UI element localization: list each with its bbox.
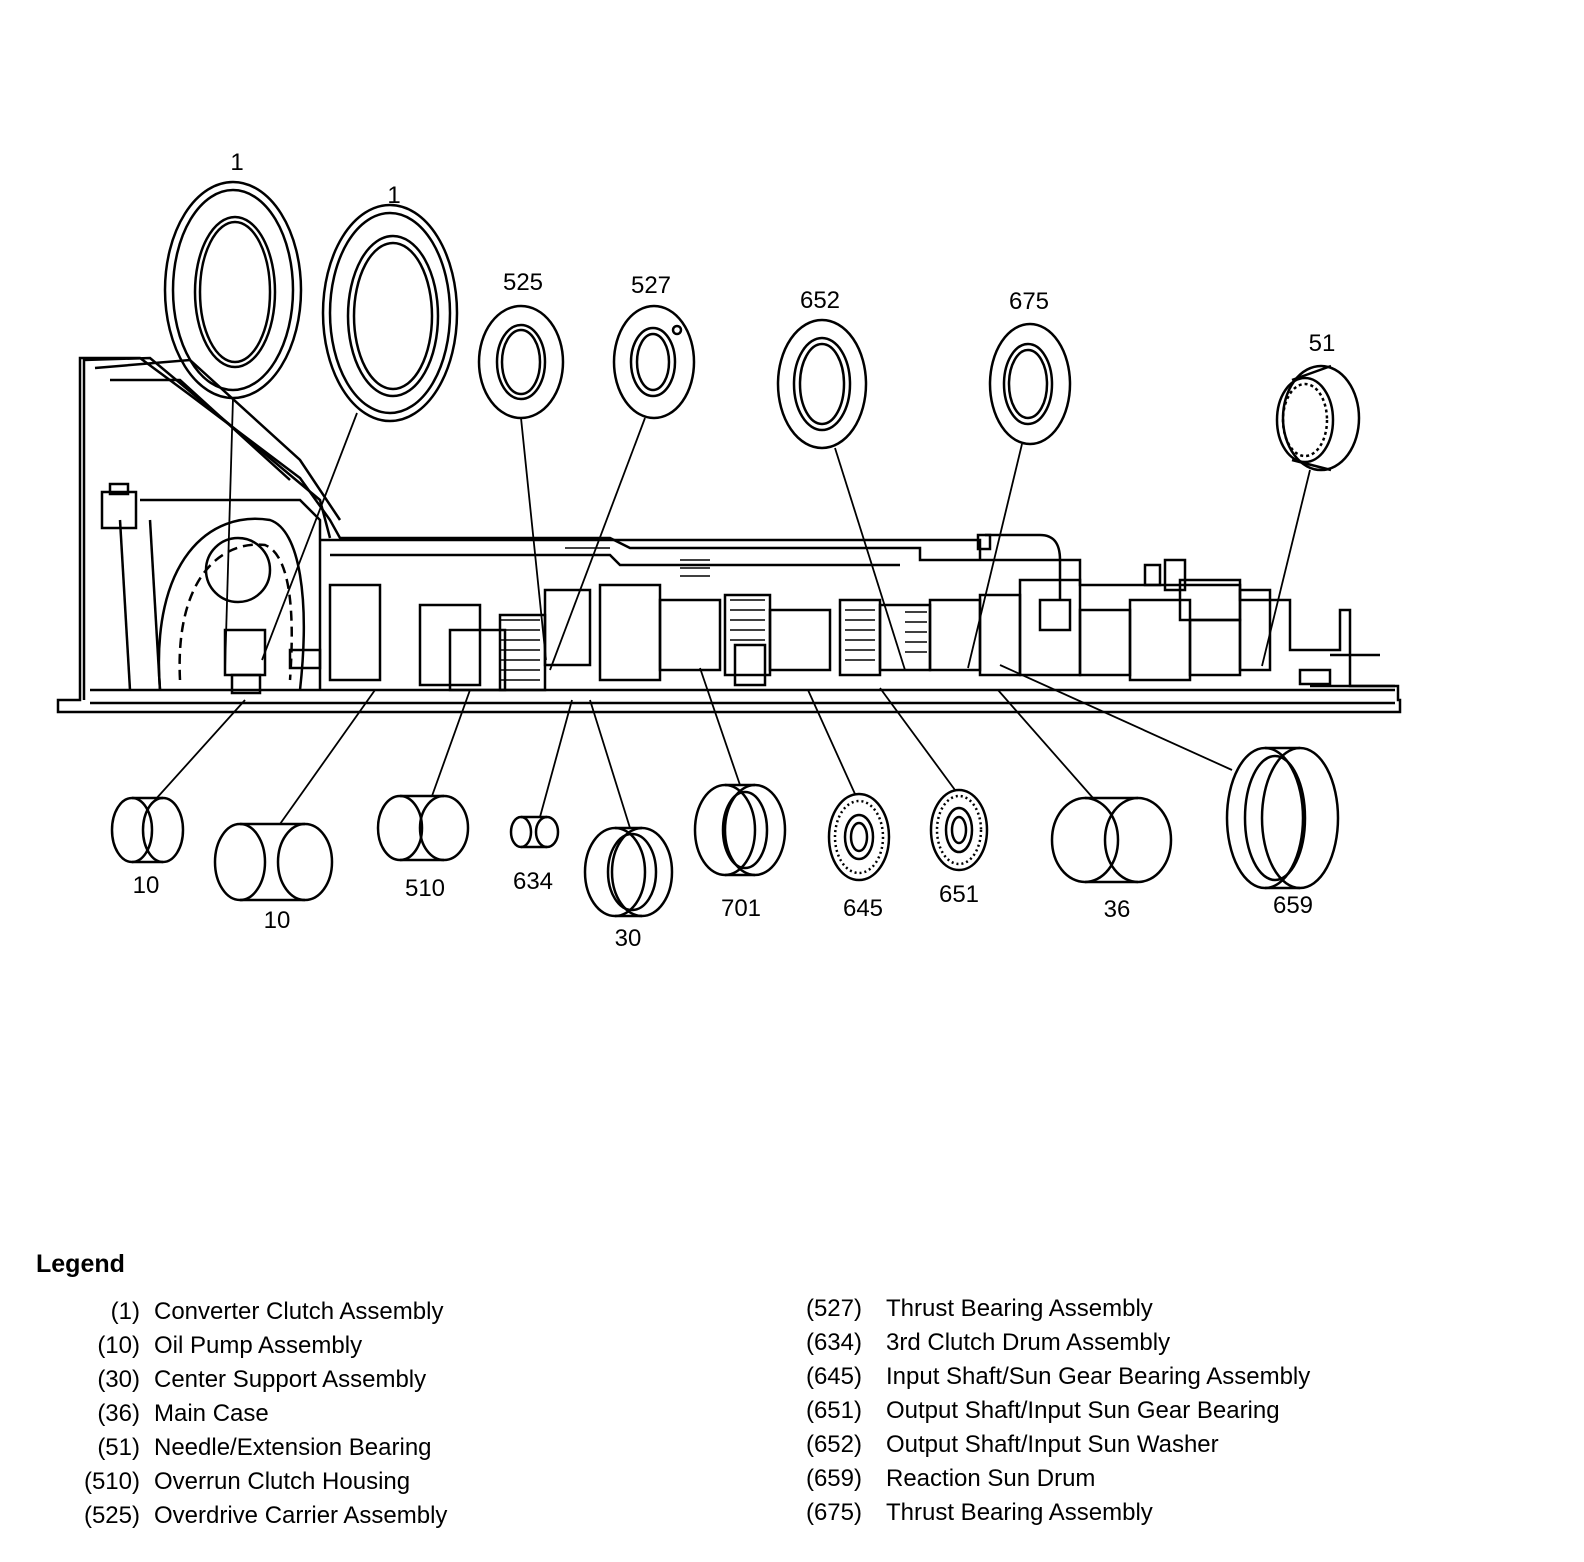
legend-item-text: Main Case (154, 1400, 269, 1427)
legend-item-number: (675) (805, 1499, 862, 1526)
callout-30: 30 (615, 925, 642, 952)
legend-item-text: 3rd Clutch Drum Assembly (886, 1329, 1171, 1356)
callout-701: 701 (721, 895, 761, 922)
legend-item-text: Oil Pump Assembly (154, 1332, 363, 1359)
bearing-645 (827, 792, 891, 882)
legend-item-number: (652) (805, 1431, 862, 1458)
bushing-30 (583, 826, 674, 918)
callout-651: 651 (939, 881, 979, 908)
legend-item: (675) Thrust Bearing Assembly (712, 1498, 1572, 1528)
legend-item-text: Output Shaft/Input Sun Washer (886, 1431, 1219, 1458)
callout-10-right: 10 (264, 907, 291, 934)
legend-item-text: Needle/Extension Bearing (154, 1434, 432, 1461)
legend-item-number: (527) (805, 1295, 862, 1322)
legend-item: (651) Output Shaft/Input Sun Gear Bearin… (712, 1396, 1572, 1426)
legend-item-text: Thrust Bearing Assembly (886, 1499, 1153, 1526)
transmission-cross-section (56, 356, 1402, 714)
callout-10-left: 10 (133, 872, 160, 899)
legend-item-text: Output Shaft/Input Sun Gear Bearing (886, 1397, 1280, 1424)
transmission-cutaway-diagram: 1 1 525 527 652 675 51 10 10 510 634 30 … (56, 149, 1402, 952)
legend-item: (525) Overdrive Carrier Assembly (0, 1501, 700, 1531)
legend-item: (634) 3rd Clutch Drum Assembly (712, 1328, 1572, 1358)
legend-item: (51) Needle/Extension Bearing (0, 1433, 700, 1463)
drum-659 (1225, 746, 1340, 890)
legend-item-number: (1) (110, 1298, 140, 1325)
callout-51: 51 (1309, 330, 1336, 357)
legend-item-text: Input Shaft/Sun Gear Bearing Assembly (886, 1363, 1311, 1390)
callout-510: 510 (405, 875, 445, 902)
legend-item: (10) Oil Pump Assembly (0, 1331, 700, 1361)
legend-item: (659) Reaction Sun Drum (712, 1464, 1572, 1494)
legend-item: (652) Output Shaft/Input Sun Washer (712, 1430, 1572, 1460)
legend-item: (510) Overrun Clutch Housing (0, 1467, 700, 1497)
callout-675: 675 (1009, 288, 1049, 315)
legend-item-number: (651) (805, 1397, 862, 1424)
legend-item-number: (510) (83, 1468, 140, 1495)
callout-36: 36 (1104, 896, 1131, 923)
callout-527: 527 (631, 272, 671, 299)
bearing-675 (988, 322, 1072, 446)
legend-title: Legend (36, 1250, 125, 1278)
washer-1-left (163, 180, 303, 400)
bearing-527 (612, 304, 696, 420)
legend-item-number: (525) (83, 1502, 140, 1529)
bushing-634 (509, 815, 560, 849)
bushing-10-small (110, 796, 185, 864)
legend-item-number: (659) (805, 1465, 862, 1492)
callout-659: 659 (1273, 892, 1313, 919)
legend-item-number: (30) (97, 1366, 140, 1393)
washer-1-right (321, 203, 459, 423)
washer-652 (776, 318, 868, 450)
callout-labels: 1 1 525 527 652 675 51 10 10 510 634 30 … (133, 149, 1336, 952)
bushing-10-large (213, 822, 334, 902)
legend-item-text: Reaction Sun Drum (886, 1465, 1096, 1492)
legend-item-text: Overdrive Carrier Assembly (154, 1502, 448, 1529)
leader-lines (154, 397, 1311, 829)
callout-645: 645 (843, 895, 883, 922)
legend-item-text: Overrun Clutch Housing (154, 1468, 411, 1495)
bearing-651 (929, 788, 989, 872)
legend-item: (36) Main Case (0, 1399, 700, 1429)
bushing-701 (693, 783, 787, 877)
legend-item-number: (51) (97, 1434, 140, 1461)
callout-634: 634 (513, 868, 553, 895)
bearing-51 (1275, 364, 1361, 472)
legend-item-number: (36) (97, 1400, 140, 1427)
callout-1-left: 1 (230, 149, 243, 176)
legend-item: (527) Thrust Bearing Assembly (712, 1294, 1572, 1324)
callout-1-right: 1 (387, 182, 400, 209)
bushing-510 (376, 794, 470, 862)
legend-item-text: Thrust Bearing Assembly (886, 1295, 1153, 1322)
callout-525: 525 (503, 269, 543, 296)
legend-item: (645) Input Shaft/Sun Gear Bearing Assem… (712, 1362, 1572, 1392)
legend-item-text: Center Support Assembly (154, 1366, 427, 1393)
callout-652: 652 (800, 287, 840, 314)
legend-item: (1) Converter Clutch Assembly (0, 1297, 700, 1327)
washer-525 (477, 304, 565, 420)
legend-item-number: (645) (805, 1363, 862, 1390)
legend-item: (30) Center Support Assembly (0, 1365, 700, 1395)
legend-item-text: Converter Clutch Assembly (154, 1298, 444, 1325)
legend-item-number: (10) (97, 1332, 140, 1359)
bushing-36 (1050, 796, 1173, 884)
legend-item-number: (634) (805, 1329, 862, 1356)
